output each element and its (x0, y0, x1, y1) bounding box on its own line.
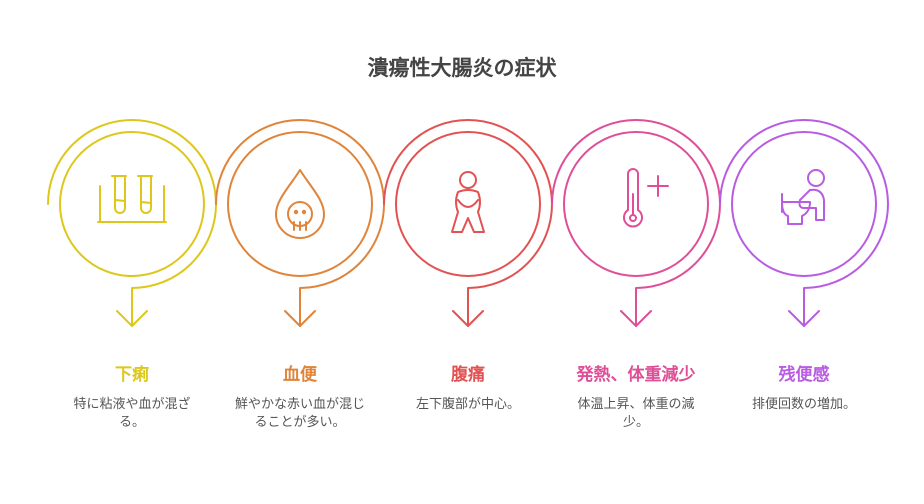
thermometer-plus-icon (623, 168, 669, 228)
step-description: 体温上昇、体重の減少。 (577, 397, 695, 430)
step-graphic (215, 119, 385, 327)
test-tubes-icon (97, 175, 167, 223)
person-toilet-icon (781, 169, 825, 225)
arrow-down-icon (452, 310, 484, 327)
step-circle (227, 131, 373, 277)
step-graphic (383, 119, 553, 327)
outer-arc (47, 119, 217, 327)
step-heading: 発熱、体重減少 (576, 365, 696, 385)
step-circle (563, 131, 709, 277)
step-description: 左下腹部が中心。 (415, 397, 520, 412)
outer-arc (383, 119, 553, 327)
arrow-down-icon (788, 310, 820, 327)
step-graphic (47, 119, 217, 327)
step-circle (731, 131, 877, 277)
arrow-down-icon (284, 310, 316, 327)
step-heading: 残便感 (778, 365, 830, 385)
step-description: 鮮やかな赤い血が混じることが多い。 (234, 397, 365, 430)
step-description: 排便回数の増加。 (751, 397, 856, 412)
outer-arc (719, 119, 889, 327)
step-description: 特に粘液や血が混ざる。 (73, 397, 191, 430)
step-graphic (719, 119, 889, 327)
step-heading: 下痢 (115, 365, 149, 385)
blood-drop-skull-icon (275, 169, 325, 239)
arrow-down-icon (620, 310, 652, 327)
arrow-down-icon (116, 310, 148, 327)
person-stomach-pain-icon (451, 171, 485, 233)
step-heading: 腹痛 (451, 365, 485, 385)
step-heading: 血便 (283, 365, 317, 385)
step-graphic (551, 119, 721, 327)
outer-arc (215, 119, 385, 327)
step-circle (59, 131, 205, 277)
page-title: 潰瘍性大腸炎の症状 (367, 56, 557, 80)
step-circle (395, 131, 541, 277)
outer-arc (551, 119, 721, 327)
